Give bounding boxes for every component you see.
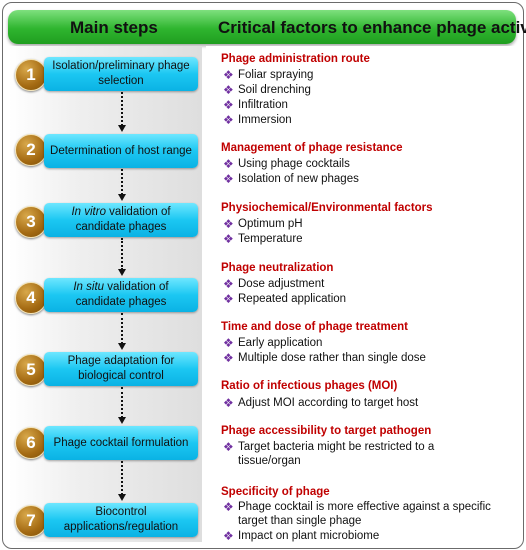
arrow-3-to-4 <box>118 238 126 276</box>
step-box-1: Isolation/preliminary phage selection <box>44 57 198 91</box>
factor-item: ❖Foliar spraying <box>223 68 314 82</box>
diamond-cluster-icon: ❖ <box>223 440 234 454</box>
arrow-4-to-5 <box>118 313 126 350</box>
diamond-cluster-icon: ❖ <box>223 292 234 306</box>
diamond-cluster-icon: ❖ <box>223 172 234 186</box>
step-label-1: Isolation/preliminary phage selection <box>52 60 190 87</box>
diamond-cluster-icon: ❖ <box>223 232 234 246</box>
step-box-4: In situ validation of candidate phages <box>44 278 198 312</box>
step-label-2: Determination of host range <box>50 144 192 157</box>
factor-title-neutralization: Phage neutralization <box>221 262 334 274</box>
diamond-cluster-icon: ❖ <box>223 277 234 291</box>
diamond-cluster-icon: ❖ <box>223 157 234 171</box>
diamond-cluster-icon: ❖ <box>223 396 234 410</box>
diamond-cluster-icon: ❖ <box>223 83 234 97</box>
factor-title-administration-route: Phage administration route <box>221 53 370 65</box>
diamond-cluster-icon: ❖ <box>223 217 234 231</box>
step-number-4: 4 <box>15 282 47 314</box>
factor-item: ❖Soil drenching <box>223 83 311 97</box>
factors-panel <box>206 46 518 542</box>
step-number-1: 1 <box>15 59 47 91</box>
step-label-6: Phage cocktail formulation <box>53 436 189 449</box>
step-number-7: 7 <box>15 505 47 537</box>
factor-title-phage-resistance: Management of phage resistance <box>221 142 403 154</box>
factor-item: ❖Optimum pH <box>223 217 303 231</box>
step-box-7: Biocontrol applications/regulation <box>44 503 198 537</box>
diamond-cluster-icon: ❖ <box>223 500 234 514</box>
step-label-4: In situ validation of candidate phages <box>73 281 169 308</box>
header-bar: Main steps Critical factors to enhance p… <box>8 10 526 44</box>
arrow-2-to-3 <box>118 169 126 201</box>
diamond-cluster-icon: ❖ <box>223 336 234 350</box>
step-number-5: 5 <box>15 354 47 386</box>
diamond-cluster-icon: ❖ <box>223 113 234 127</box>
step-box-6: Phage cocktail formulation <box>44 426 198 460</box>
arrow-1-to-2 <box>118 92 126 132</box>
step-label-3: In vitro validation of candidate phages <box>71 206 171 233</box>
step-label-5: Phage adaptation for biological control <box>67 355 175 382</box>
step-number-3: 3 <box>15 206 47 238</box>
factor-title-time-dose: Time and dose of phage treatment <box>221 321 409 333</box>
factor-title-accessibility: Phage accessibility to target pathogen <box>221 425 432 437</box>
factor-item: ❖Repeated application <box>223 292 347 306</box>
factor-title-specificity: Specificity of phage <box>221 486 330 498</box>
factor-title-moi: Ratio of infectious phages (MOI) <box>221 380 398 392</box>
main-steps-heading: Main steps <box>70 18 158 37</box>
factor-item: ❖Immersion <box>223 113 292 127</box>
factor-item: ❖Phage cocktail is more effective agains… <box>223 500 491 527</box>
factor-item: ❖Early application <box>223 336 323 350</box>
factor-item: ❖Target bacteria might be restricted to … <box>223 440 435 467</box>
factor-title-environmental: Physiochemical/Environmental factors <box>221 202 433 214</box>
factor-item: ❖Adjust MOI according to target host <box>223 396 419 410</box>
diamond-cluster-icon: ❖ <box>223 68 234 82</box>
step-box-3: In vitro validation of candidate phages <box>44 203 198 237</box>
factor-item: ❖Using phage cocktails <box>223 157 350 171</box>
factor-item: ❖Dose adjustment <box>223 277 325 291</box>
diamond-cluster-icon: ❖ <box>223 98 234 112</box>
diamond-cluster-icon: ❖ <box>223 529 234 543</box>
factor-item: ❖Temperature <box>223 232 303 246</box>
arrow-5-to-6 <box>118 387 126 424</box>
factor-item: ❖Isolation of new phages <box>223 172 359 186</box>
arrow-6-to-7 <box>118 461 126 501</box>
factor-item: ❖Impact on plant microbiome <box>223 529 380 543</box>
factor-item: ❖Infiltration <box>223 98 288 112</box>
step-label-7: Biocontrol applications/regulation <box>63 506 179 533</box>
step-number-2: 2 <box>15 134 47 166</box>
step-box-2: Determination of host range <box>44 134 198 168</box>
diamond-cluster-icon: ❖ <box>223 351 234 365</box>
step-number-6: 6 <box>15 427 47 459</box>
step-box-5: Phage adaptation for biological control <box>44 352 198 386</box>
critical-factors-heading: Critical factors to enhance phage activi… <box>218 18 526 37</box>
factor-item: ❖Multiple dose rather than single dose <box>223 351 426 365</box>
